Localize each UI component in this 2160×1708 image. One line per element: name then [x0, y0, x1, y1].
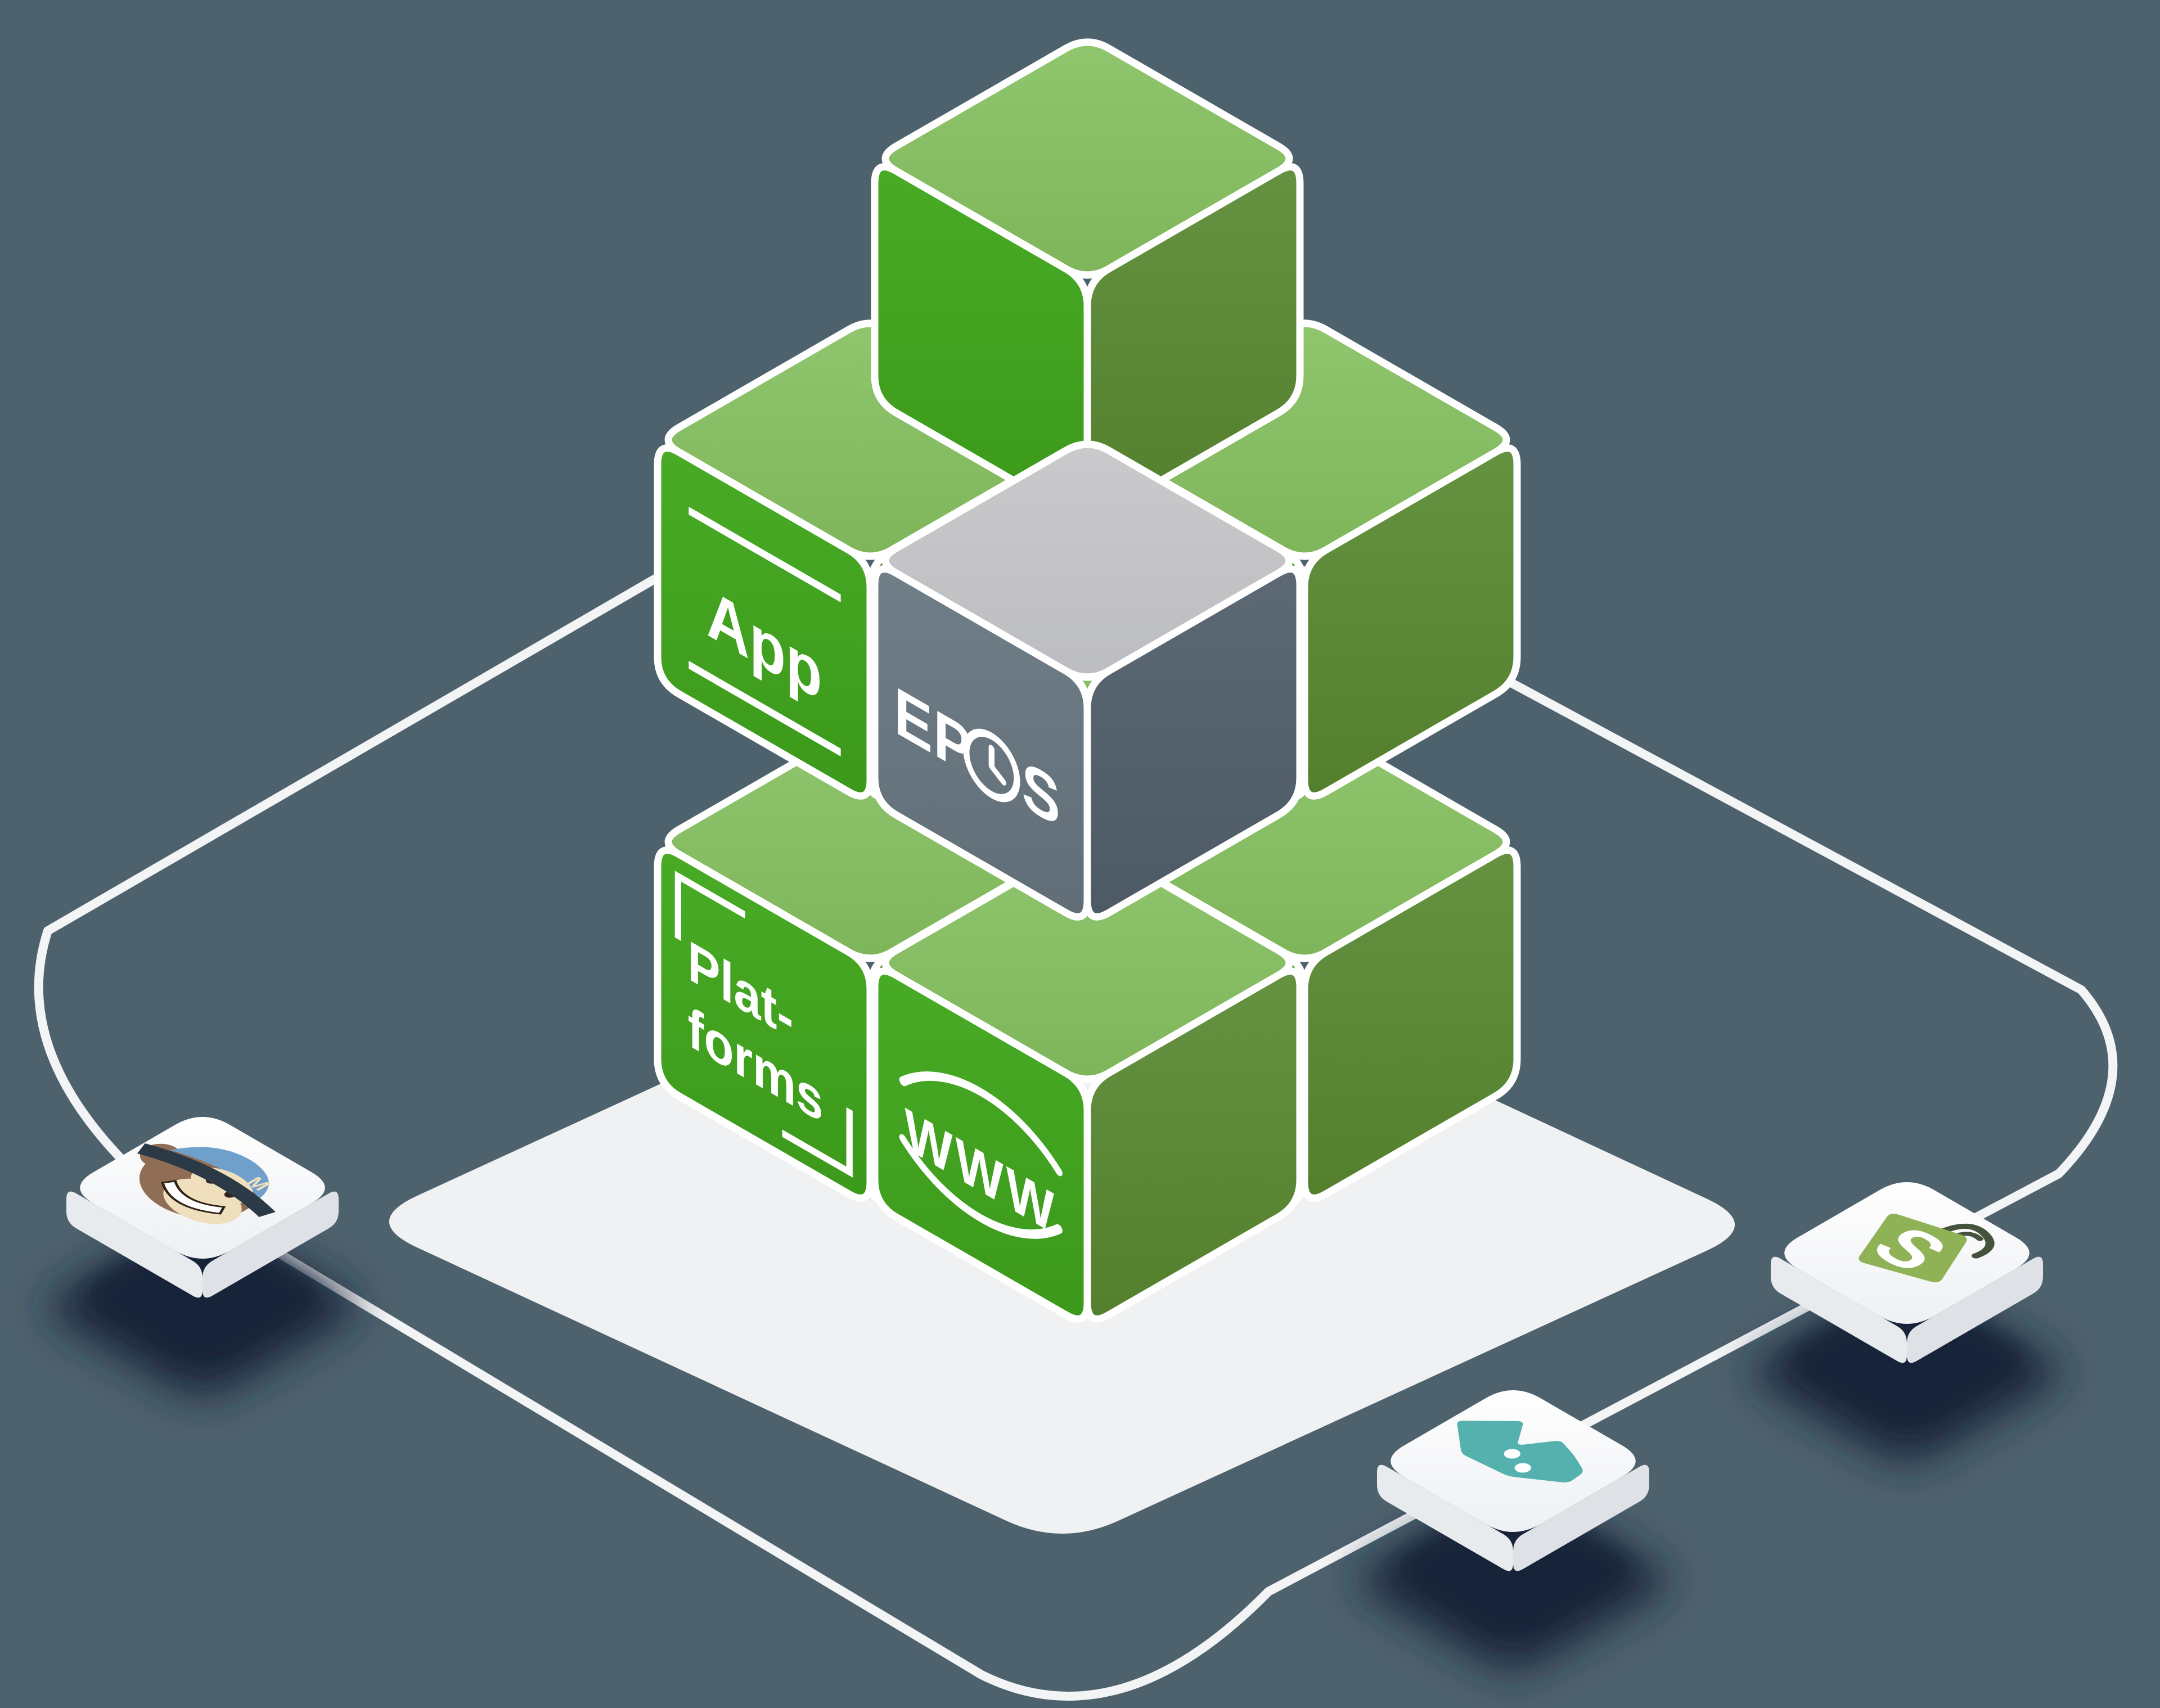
epos-clock-icon	[963, 728, 1020, 803]
mailchimp-monkey-icon: M	[137, 1143, 276, 1224]
right-middle-cube-right-face	[1300, 444, 1521, 800]
monkey-grin	[161, 1180, 226, 1215]
cap-brim	[137, 1143, 276, 1217]
deliveroo-tile	[1358, 1390, 1668, 1672]
kangaroo-shape	[1457, 1421, 1583, 1482]
epos-clock-hands	[988, 745, 1006, 786]
www-cube: WWW	[871, 842, 1304, 1323]
mailchimp-tile: M	[48, 1117, 357, 1399]
postman-cap	[170, 1147, 269, 1199]
mailchimp-side-right	[202, 1191, 339, 1298]
deliveroo-side-right	[1513, 1464, 1649, 1571]
deliveroo-kangaroo-icon	[1457, 1421, 1583, 1482]
top-cube	[871, 38, 1304, 519]
bag-handle	[1937, 1223, 1995, 1259]
www-arc-bottom	[899, 1134, 1063, 1239]
shopify-side-right	[1907, 1256, 2043, 1363]
mailchimp-side-left	[66, 1191, 202, 1298]
kangaroo-eye-right	[1514, 1463, 1532, 1473]
right-bottom-cube-right-face	[1300, 846, 1521, 1202]
tile-layer: MS	[48, 1117, 2062, 1672]
www-arc-top	[899, 1071, 1063, 1177]
kangaroo-eye-left	[1504, 1449, 1520, 1459]
epos-cube-right-face	[1083, 565, 1304, 921]
shopify-tile: S	[1752, 1182, 2062, 1464]
bracket-bottom-right	[782, 1107, 853, 1178]
shopify-side-left	[1771, 1256, 1907, 1363]
app-rule-bottom	[688, 661, 841, 756]
shopping-bag	[1858, 1214, 1967, 1283]
epos-cube: EPS	[871, 440, 1304, 921]
www-cube-right-face	[1083, 967, 1304, 1323]
deliveroo-side-left	[1377, 1464, 1513, 1571]
bracket-top-left	[674, 871, 745, 941]
app-rule-top	[688, 507, 841, 602]
